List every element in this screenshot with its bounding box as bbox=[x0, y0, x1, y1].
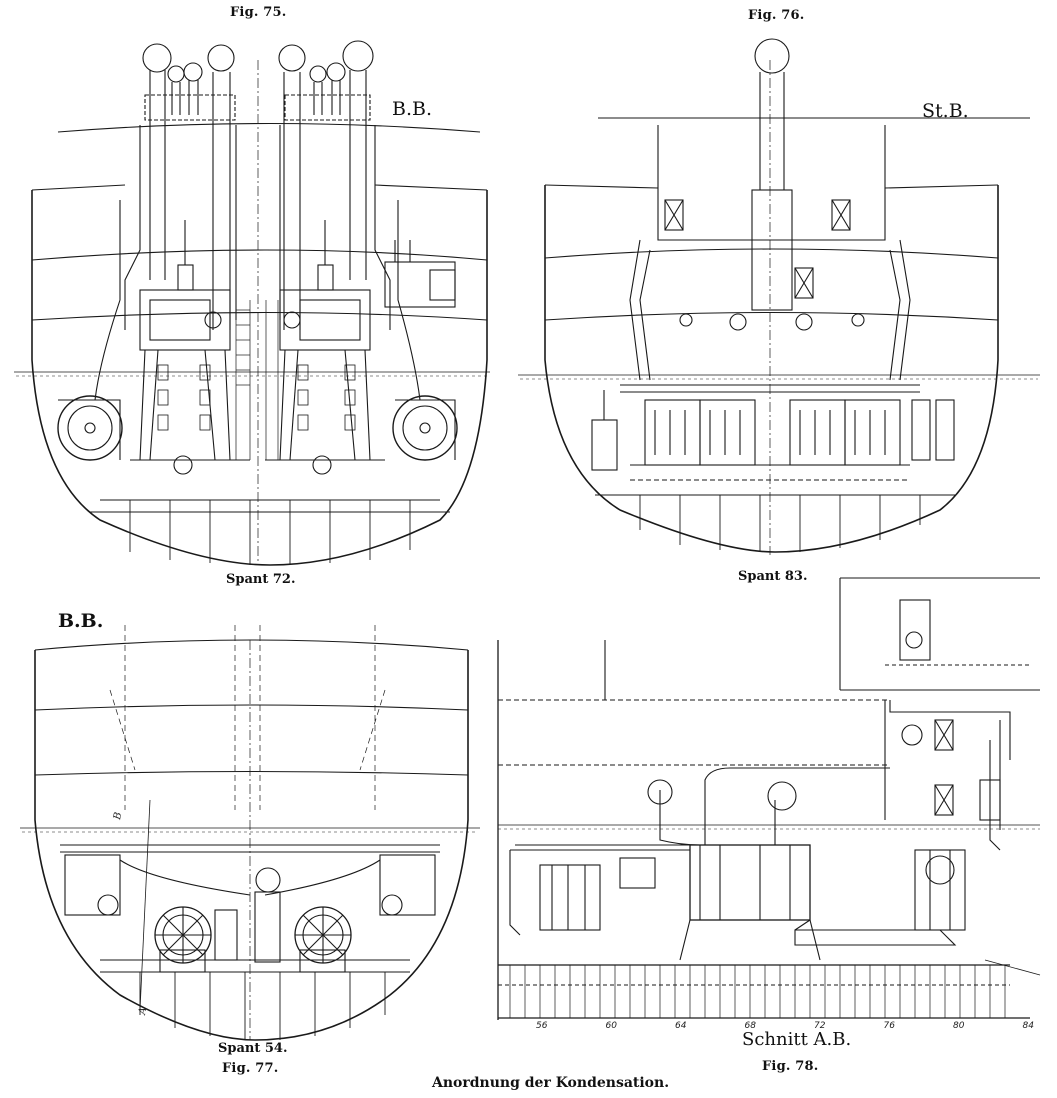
fig75-drawing bbox=[14, 40, 490, 566]
frame-tick-label: 56 bbox=[536, 1021, 548, 1031]
frame-tick-label: 76 bbox=[884, 1021, 896, 1031]
frame-tick-label: 72 bbox=[814, 1021, 826, 1031]
fig75-condensers bbox=[57, 240, 458, 461]
fig78-frame-ticks: 56 60 64 68 72 76 80 84 bbox=[536, 1021, 1034, 1031]
fig76-side-label: St.B. bbox=[922, 100, 969, 122]
page-caption: Anordnung der Kondensation. bbox=[432, 1075, 670, 1091]
fig75-label: Fig. 75. bbox=[230, 5, 287, 20]
fig77-drawing bbox=[20, 625, 480, 1041]
fig75-side-label: B.B. bbox=[392, 98, 433, 120]
fig78-section-label: Schnitt A.B. bbox=[742, 1029, 852, 1050]
section-mark-b: B bbox=[112, 811, 124, 821]
fig75-frame-label: Spant 72. bbox=[226, 572, 296, 587]
section-mark-a: A bbox=[137, 1006, 149, 1016]
frame-tick-label: 80 bbox=[953, 1021, 965, 1031]
frame-tick-label: 64 bbox=[675, 1021, 687, 1031]
frame-tick-label: 60 bbox=[606, 1021, 618, 1031]
fig77-machinery bbox=[60, 844, 440, 973]
fig76-label: Fig. 76. bbox=[748, 8, 805, 23]
fig77-label: Fig. 77. bbox=[222, 1061, 279, 1076]
fig78-condenser bbox=[647, 767, 890, 961]
fig76-frame-label: Spant 83. bbox=[738, 569, 808, 584]
fig75-ventilators bbox=[94, 40, 421, 401]
fig78-drawing bbox=[497, 577, 1041, 1020]
frame-tick-label: 68 bbox=[745, 1021, 757, 1031]
fig75-engines bbox=[130, 220, 385, 475]
fig76-pumps bbox=[591, 313, 955, 481]
fig77-side-label: B.B. bbox=[58, 610, 104, 632]
fig76-drawing bbox=[518, 38, 1040, 555]
fig78-label: Fig. 78. bbox=[762, 1059, 819, 1074]
fig77-frame-label: Spant 54. bbox=[218, 1041, 288, 1056]
frame-tick-label: 84 bbox=[1023, 1021, 1035, 1031]
